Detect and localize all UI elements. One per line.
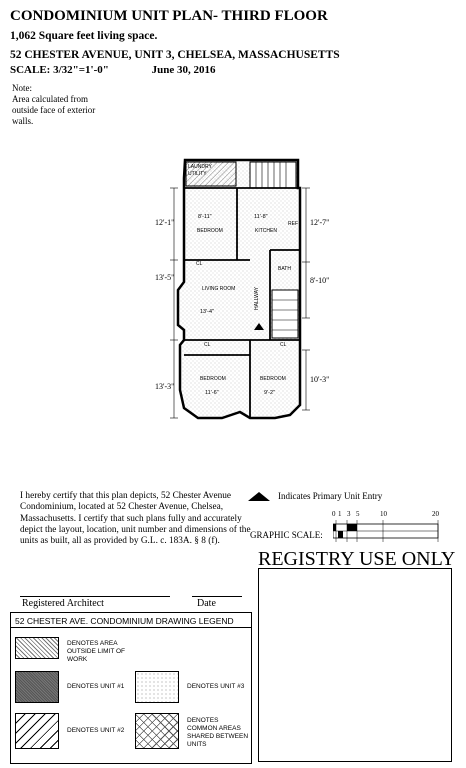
dim-bedroom2-width: 11'-6" xyxy=(205,390,219,396)
swatch-unit-2 xyxy=(15,713,59,749)
dim-right-2: 8'-10" xyxy=(310,276,330,285)
legend-common: DENOTES COMMON AREAS SHARED BETWEEN UNIT… xyxy=(187,717,249,748)
ref-label: REF xyxy=(288,221,298,227)
dim-right-3: 10'-3" xyxy=(310,375,330,384)
swatch-common xyxy=(135,713,179,749)
date-signature-line xyxy=(192,596,242,597)
note: Note: Area calculated from outside face … xyxy=(12,83,102,127)
scale-text: SCALE: 3/32"=1'-0" xyxy=(10,64,109,76)
legend-title: 52 CHESTER AVE. CONDOMINIUM DRAWING LEGE… xyxy=(15,616,234,626)
closet-2: CL xyxy=(204,342,211,348)
certification-text: I hereby certify that this plan depicts,… xyxy=(20,491,251,547)
dim-left-2: 13'-5" xyxy=(155,273,175,282)
primary-entry-key: Indicates Primary Unit Entry xyxy=(248,491,383,502)
scale-tick-10: 10 xyxy=(380,510,387,518)
closet-3: CL xyxy=(280,342,287,348)
page-title: CONDOMINIUM UNIT PLAN- THIRD FLOOR xyxy=(10,8,328,24)
dim-left-3: 13'-3" xyxy=(155,382,175,391)
drawing-legend: DENOTES AREA OUTSIDE LIMIT OF WORK DENOT… xyxy=(10,612,252,764)
scale-tick-0: 0 xyxy=(332,510,336,518)
plan-outline xyxy=(176,158,302,420)
room-utility: UTILITY xyxy=(188,171,207,177)
bath-label: BATH xyxy=(278,266,291,272)
dim-bedroom1-width: 8'-11" xyxy=(198,214,212,220)
architect-label: Registered Architect xyxy=(22,598,104,609)
scale-tick-3: 3 xyxy=(347,510,351,518)
graphic-scale-label: GRAPHIC SCALE: xyxy=(250,530,323,540)
registry-title: REGISTRY USE ONLY xyxy=(258,548,456,570)
room-kitchen: KITCHEN xyxy=(255,228,277,234)
room-bedroom-3: BEDROOM xyxy=(260,376,286,382)
dim-kitchen-width: 11'-8" xyxy=(254,214,268,220)
legend-outside-limit: DENOTES AREA OUTSIDE LIMIT OF WORK xyxy=(67,640,126,663)
swatch-outside-limit xyxy=(15,637,59,659)
swatch-unit-3 xyxy=(135,671,179,703)
note-label: Note: xyxy=(12,83,32,93)
legend-unit-2: DENOTES UNIT #2 xyxy=(67,727,125,734)
scale-tick-20: 20 xyxy=(432,510,439,518)
registry-box xyxy=(258,568,452,762)
legend-unit-1: DENOTES UNIT #1 xyxy=(67,683,125,690)
dim-left-1: 12'-1" xyxy=(155,218,175,227)
room-hallway: HALLWAY xyxy=(254,286,260,310)
note-text: Area calculated from outside face of ext… xyxy=(12,94,96,126)
floor-plan: LAUNDRY UTILITY BEDROOM KITCHEN LIVING R… xyxy=(170,158,310,420)
legend-unit-3: DENOTES UNIT #3 xyxy=(187,683,245,690)
dim-bedroom3-width: 9'-2" xyxy=(264,390,275,396)
date-text: June 30, 2016 xyxy=(151,64,216,76)
graphic-scale-bar xyxy=(333,520,439,542)
room-bedroom-1: BEDROOM xyxy=(197,228,223,234)
area-line: 1,062 Square feet living space. xyxy=(10,30,158,42)
address-line: 52 CHESTER AVENUE, UNIT 3, CHELSEA, MASS… xyxy=(10,49,340,61)
triangle-icon xyxy=(248,492,270,502)
architect-signature-line xyxy=(20,596,170,597)
scale-date-line: SCALE: 3/32"=1'-0" June 30, 2016 xyxy=(10,64,215,76)
date-label: Date xyxy=(197,598,216,609)
swatch-unit-1 xyxy=(15,671,59,703)
dim-living-width: 13'-4" xyxy=(200,309,214,315)
scale-tick-1: 1 xyxy=(338,510,342,518)
scale-tick-5: 5 xyxy=(356,510,360,518)
room-living: LIVING ROOM xyxy=(202,286,235,292)
room-laundry: LAUNDRY xyxy=(188,164,212,170)
room-bedroom-2: BEDROOM xyxy=(200,376,226,382)
closet-1: CL xyxy=(196,261,203,267)
primary-entry-text: Indicates Primary Unit Entry xyxy=(278,491,383,501)
dim-right-1: 12'-7" xyxy=(310,218,330,227)
primary-entry-marker xyxy=(254,323,264,330)
